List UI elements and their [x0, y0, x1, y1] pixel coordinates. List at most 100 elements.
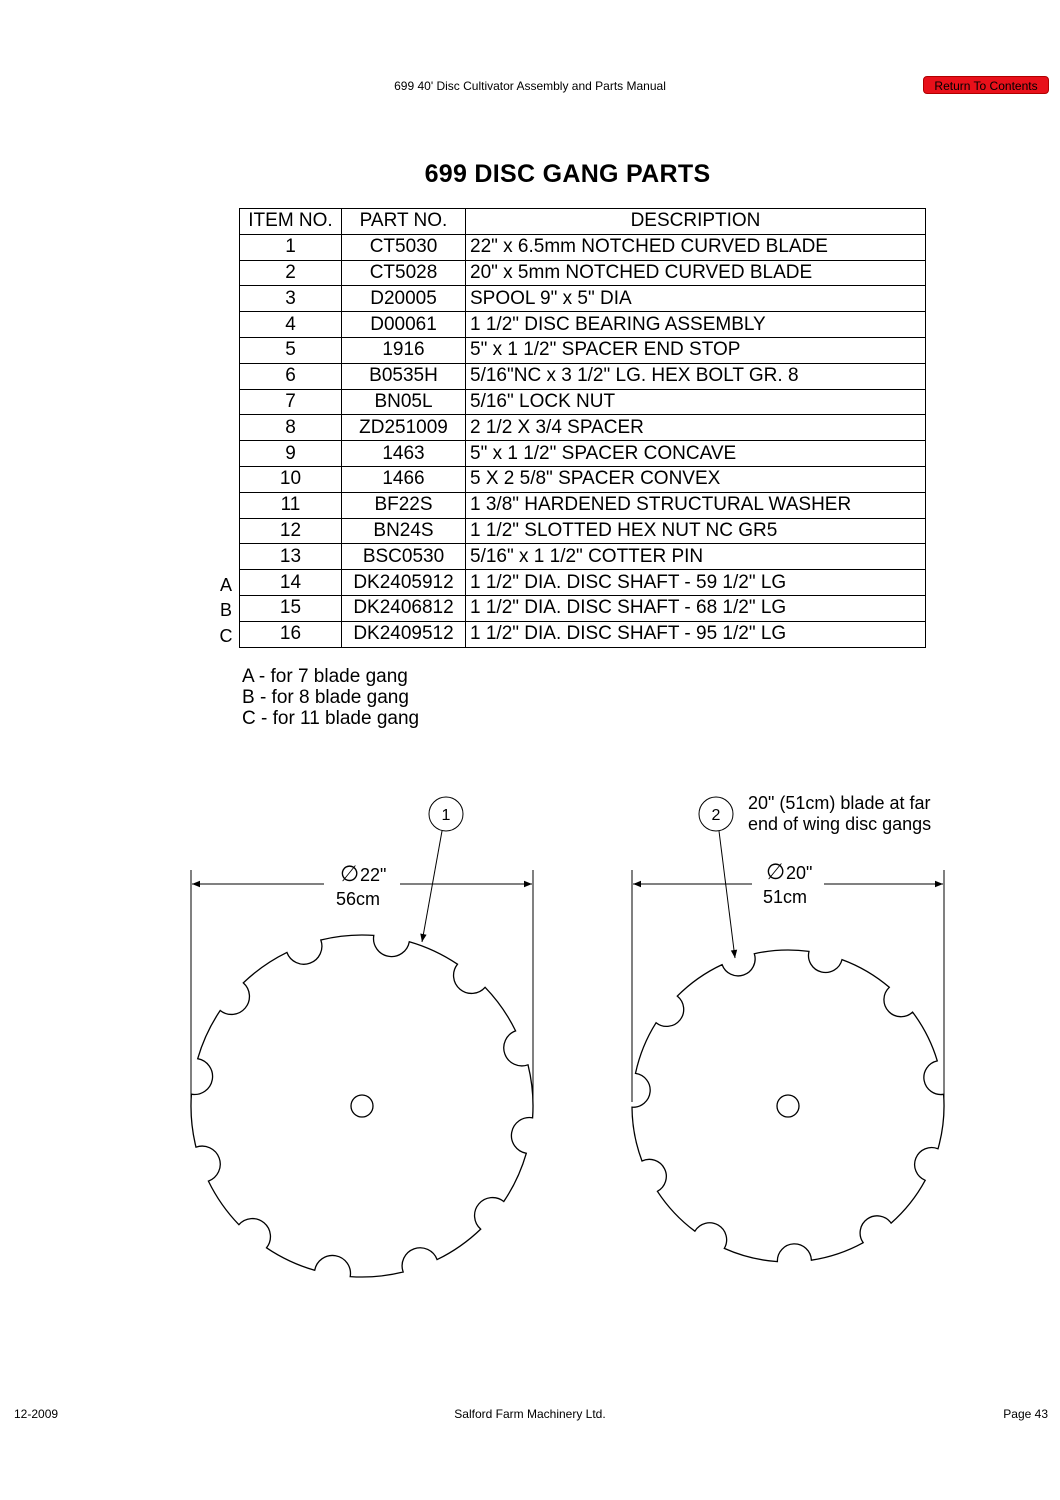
part-no-cell: B0535H: [341, 362, 466, 390]
description-cell: 1 1/2" DIA. DISC SHAFT - 95 1/2" LG: [465, 620, 926, 648]
item-no-cell: 4: [239, 311, 342, 338]
description-cell: 1 1/2" DISC BEARING ASSEMBLY: [465, 311, 926, 338]
part-no-cell: CT5030: [341, 233, 466, 261]
callout-number-2: 2: [712, 807, 721, 824]
description-cell: 1 1/2" DIA. DISC SHAFT - 68 1/2" LG: [465, 594, 926, 622]
item-no-cell: 5: [239, 336, 342, 364]
part-no-cell: DK2409512: [341, 620, 466, 648]
item-no-cell: 7: [239, 388, 342, 416]
item-no-cell: 16: [239, 620, 342, 648]
blade-2-drawing: ∅ 20" 51cm 2 20" (51cm) blade at far end…: [631, 793, 945, 1263]
gang-letter-c: C: [219, 626, 233, 646]
page-title: 699 DISC GANG PARTS: [424, 160, 711, 188]
gang-note-c: C - for 11 blade gang: [242, 708, 420, 729]
part-no-cell: BN24S: [341, 517, 466, 545]
part-no-cell: 1463: [341, 440, 466, 467]
item-no-cell: 15: [239, 594, 342, 622]
document-header-title: 699 40' Disc Cultivator Assembly and Par…: [394, 79, 666, 93]
description-cell: 5 X 2 5/8" SPACER CONVEX: [465, 465, 926, 493]
item-no-cell: 10: [239, 465, 342, 493]
item-no-cell: 3: [239, 285, 342, 313]
description-cell: 1 3/8" HARDENED STRUCTURAL WASHER: [465, 491, 926, 519]
description-cell: 5" x 1 1/2" SPACER CONCAVE: [465, 440, 926, 467]
description-cell: 5/16"NC x 3 1/2" LG. HEX BOLT GR. 8: [465, 362, 926, 390]
callout-leader-1: [420, 830, 443, 943]
blade-2-note-line-2: end of wing disc gangs: [748, 814, 931, 834]
blade-2-note-line-1: 20" (51cm) blade at far: [748, 793, 930, 813]
footer-date: 12-2009: [14, 1407, 59, 1421]
description-cell: 5" x 1 1/2" SPACER END STOP: [465, 336, 926, 364]
item-no-cell: 11: [239, 491, 342, 519]
description-cell: 20" x 5mm NOTCHED CURVED BLADE: [465, 259, 926, 287]
part-no-cell: CT5028: [341, 259, 466, 287]
part-no-cell: D20005: [341, 285, 466, 313]
part-no-cell: DK2405912: [341, 569, 466, 596]
description-cell: 2 1/2 X 3/4 SPACER: [465, 414, 926, 442]
notched-blade-20-outline: [631, 949, 945, 1263]
gang-note-b: B - for 8 blade gang: [242, 687, 409, 708]
blade-1-diameter-inches: 22": [360, 865, 386, 885]
footer-page-number: Page 43: [1003, 1407, 1048, 1421]
footer-company: Salford Farm Machinery Ltd.: [454, 1407, 606, 1421]
part-no-cell: 1466: [341, 465, 466, 493]
item-no-cell: 8: [239, 414, 342, 442]
item-no-cell: 1: [239, 233, 342, 261]
part-no-cell: BF22S: [341, 491, 466, 519]
callout-bubble-2: [698, 796, 734, 832]
column-header-description: DESCRIPTION: [465, 208, 926, 235]
item-no-cell: 12: [239, 517, 342, 545]
description-cell: 1 1/2" DIA. DISC SHAFT - 59 1/2" LG: [465, 569, 926, 596]
gang-letter-a: A: [219, 575, 232, 595]
blade-1-drawing: ∅ 22" 56cm 1: [190, 796, 534, 1278]
table-header-row: ITEM NO. PART NO. DESCRIPTION: [239, 208, 926, 235]
item-no-cell: 13: [239, 543, 342, 571]
diameter-symbol: ∅: [766, 859, 785, 884]
description-cell: 5/16" x 1 1/2" COTTER PIN: [465, 543, 926, 571]
part-no-cell: ZD251009: [341, 414, 466, 442]
blade-diagram: ∅ 22" 56cm 1 ∅ 20" 51cm 2 20" (51cm) bla…: [190, 793, 945, 1278]
callout-number-1: 1: [442, 807, 451, 824]
callout-bubble-1: [428, 796, 464, 832]
description-cell: SPOOL 9" x 5" DIA: [465, 285, 926, 313]
callout-leader-2: [718, 830, 738, 959]
notched-blade-22-outline: [190, 934, 534, 1278]
diameter-symbol: ∅: [340, 861, 359, 886]
description-cell: 1 1/2" SLOTTED HEX NUT NC GR5: [465, 517, 926, 545]
blade-2-diameter-cm: 51cm: [763, 887, 807, 907]
description-cell: 5/16" LOCK NUT: [465, 388, 926, 416]
column-header-part-no: PART NO.: [341, 208, 466, 235]
blade-2-diameter-inches: 20": [786, 863, 812, 883]
item-no-cell: 9: [239, 440, 342, 467]
blade-1-center-hole: [350, 1094, 374, 1118]
part-no-cell: BSC0530: [341, 543, 466, 571]
part-no-cell: D00061: [341, 311, 466, 338]
part-no-cell: DK2406812: [341, 594, 466, 622]
column-header-item-no: ITEM NO.: [239, 208, 342, 235]
description-cell: 22" x 6.5mm NOTCHED CURVED BLADE: [465, 233, 926, 261]
gang-letter-b: B: [219, 600, 232, 620]
blade-1-diameter-cm: 56cm: [336, 889, 380, 909]
gang-note-a: A - for 7 blade gang: [242, 666, 408, 687]
part-no-cell: BN05L: [341, 388, 466, 416]
return-to-contents-link[interactable]: Return To Contents: [923, 76, 1049, 94]
item-no-cell: 2: [239, 259, 342, 287]
item-no-cell: 6: [239, 362, 342, 390]
part-no-cell: 1916: [341, 336, 466, 364]
